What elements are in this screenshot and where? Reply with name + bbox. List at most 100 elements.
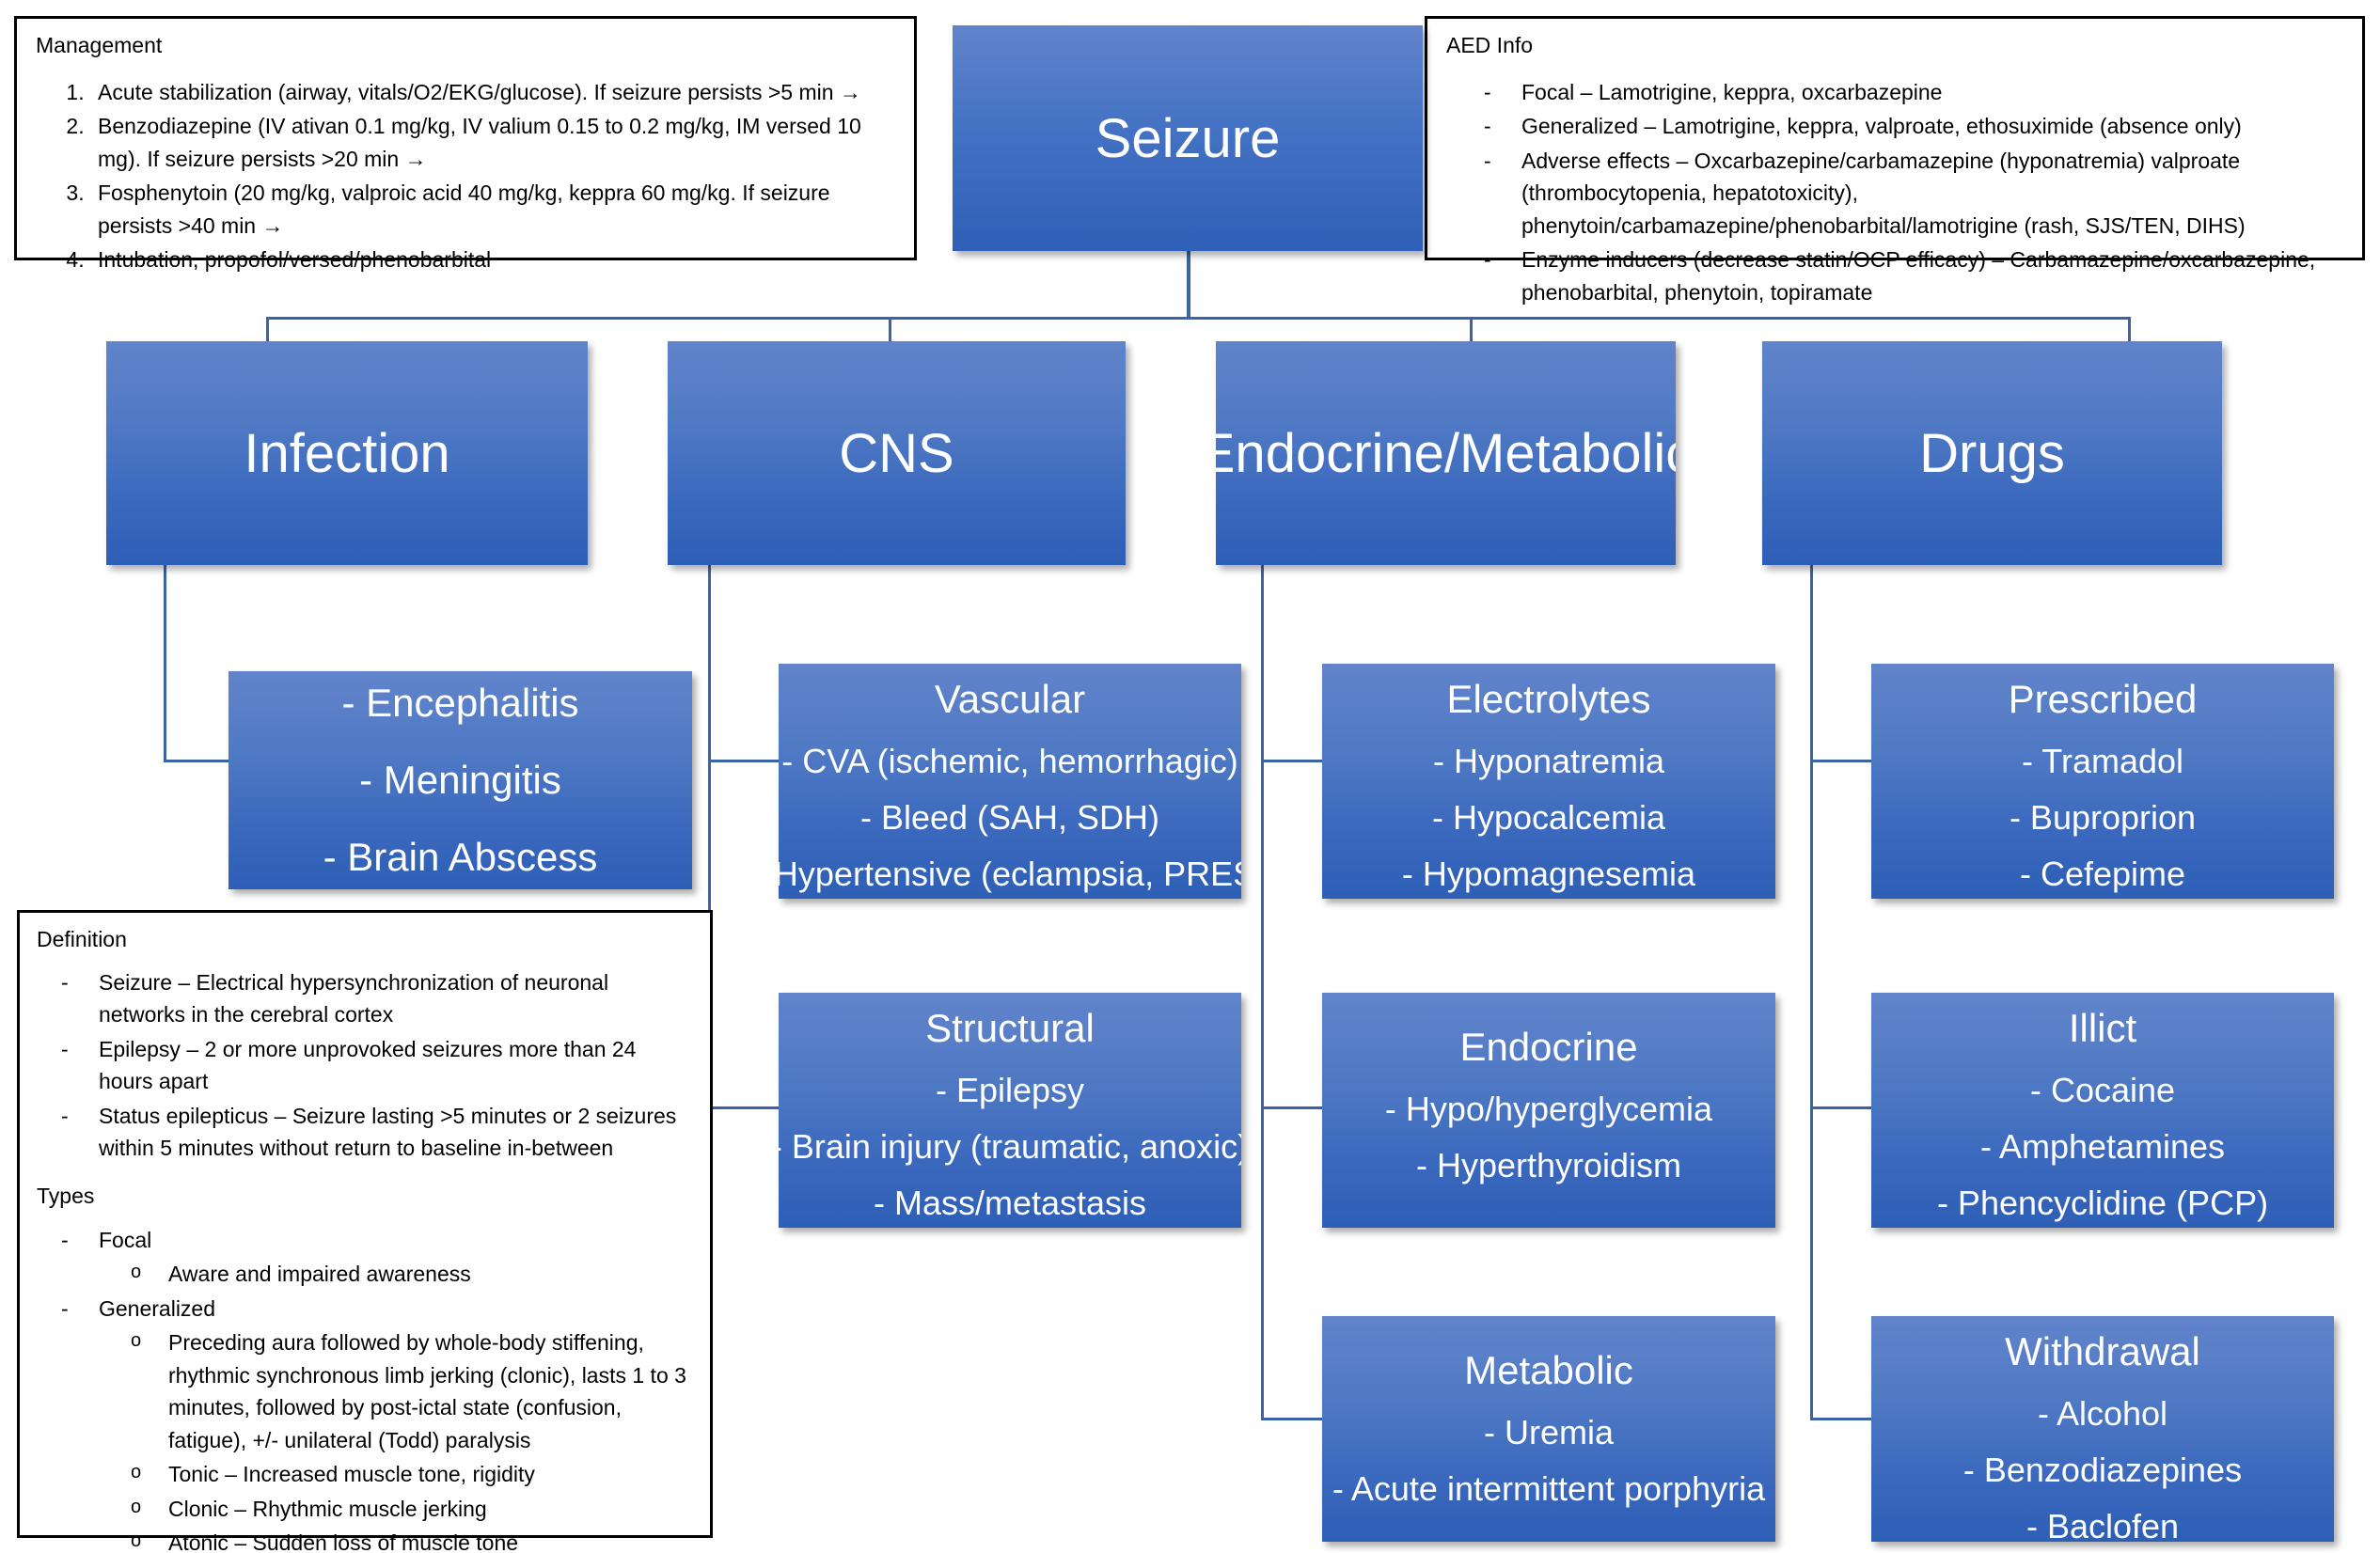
node-endocrine[interactable]: Endocrine - Hypo/hyperglycemia - Hyperth…: [1322, 993, 1775, 1228]
types-title: Types: [37, 1183, 95, 1208]
management-title: Management: [36, 33, 163, 57]
node-illict[interactable]: Illict - Cocaine - Amphetamines - Phency…: [1871, 993, 2334, 1228]
node-vascular-line: - Bleed (SAH, SDH): [859, 798, 1160, 837]
node-drugs-label: Drugs: [1919, 422, 2065, 484]
connector-cns-to-structural: [708, 1106, 780, 1109]
aed-info-list: Focal – Lamotrigine, keppra, oxcarbazepi…: [1444, 76, 2345, 309]
connector-drugs-down: [1810, 565, 1813, 1420]
node-illict-line: - Phencyclidine (PCP): [1936, 1184, 2269, 1222]
node-electrolytes-line: - Hypocalcemia: [1431, 798, 1666, 837]
definition-item: Epilepsy – 2 or more unprovoked seizures…: [61, 1033, 695, 1098]
connector-bus-to-cns: [889, 317, 891, 342]
management-box: Management Acute stabilization (airway, …: [14, 16, 917, 272]
node-infection-label: Infection: [244, 422, 450, 484]
node-cns-label: CNS: [839, 422, 954, 484]
connector-bus-to-infection: [266, 317, 269, 342]
node-metabolic-title: Metabolic: [1464, 1348, 1633, 1392]
node-metabolic-line: - Uremia: [1483, 1413, 1614, 1451]
node-vascular[interactable]: Vascular - CVA (ischemic, hemorrhagic) -…: [779, 664, 1241, 899]
node-illict-line: - Amphetamines: [1979, 1127, 2226, 1166]
node-infection-details[interactable]: - Encephalitis - Meningitis - Brain Absc…: [229, 671, 692, 889]
node-seizure-label: Seizure: [1095, 107, 1281, 169]
node-prescribed-line: - Tramadol: [2021, 742, 2184, 780]
connector-drugs-to-illict: [1810, 1106, 1872, 1109]
node-metabolic[interactable]: Metabolic - Uremia - Acute intermittent …: [1322, 1316, 1775, 1542]
connector-cns-down: [708, 565, 711, 1109]
types-subitems: Preceding aura followed by whole-body st…: [99, 1326, 695, 1553]
node-withdrawal-line: - Baclofen: [2025, 1507, 2180, 1542]
definition-title: Definition: [37, 927, 127, 951]
connector-cns-to-vascular: [708, 760, 780, 762]
node-metabolic-line: - Acute intermittent porphyria: [1332, 1469, 1766, 1508]
definition-list: Seizure – Electrical hypersynchronizatio…: [35, 966, 695, 1165]
node-prescribed[interactable]: Prescribed - Tramadol - Buproprion - Cef…: [1871, 664, 2334, 899]
connector-drugs-to-prescribed: [1810, 760, 1872, 762]
connector-endo-to-endocrine: [1261, 1106, 1323, 1109]
node-electrolytes-title: Electrolytes: [1446, 677, 1651, 721]
connector-bus-to-endocrine: [1470, 317, 1473, 342]
connector-endo-to-metabolic: [1261, 1418, 1323, 1420]
types-subitem: Clonic – Rhythmic muscle jerking: [131, 1493, 695, 1526]
node-electrolytes[interactable]: Electrolytes - Hyponatremia - Hypocalcem…: [1322, 664, 1775, 899]
connector-bus-to-drugs: [2128, 317, 2131, 342]
aed-info-box: AED Info Focal – Lamotrigine, keppra, ox…: [1425, 16, 2365, 305]
node-infection-line: - Encephalitis: [341, 681, 579, 725]
node-infection-line: - Meningitis: [359, 758, 561, 802]
node-vascular-line: - Hypertensive (eclampsia, PRES): [779, 855, 1241, 893]
node-structural-title: Structural: [925, 1006, 1095, 1050]
node-prescribed-line: - Cefepime: [2019, 855, 2186, 893]
types-subitems: Aware and impaired awareness: [99, 1258, 695, 1291]
aed-info-item: Enzyme inducers (decrease statin/OCP eff…: [1484, 243, 2345, 308]
aed-info-item: Generalized – Lamotrigine, keppra, valpr…: [1484, 110, 2345, 143]
connector-root-down: [1187, 251, 1190, 319]
management-step: Fosphenytoin (20 mg/kg, valproic acid 40…: [90, 177, 897, 242]
types-item: Focal Aware and impaired awareness: [61, 1224, 695, 1291]
types-subitem: Tonic – Increased muscle tone, rigidity: [131, 1458, 695, 1491]
node-endocrine-title: Endocrine: [1459, 1025, 1638, 1069]
definition-box: Definition Seizure – Electrical hypersyn…: [17, 910, 713, 1553]
node-illict-line: - Cocaine: [2029, 1071, 2176, 1109]
node-structural[interactable]: Structural - Epilepsy - Brain injury (tr…: [779, 993, 1241, 1228]
node-structural-line: - Epilepsy: [935, 1071, 1085, 1109]
node-structural-line: - Brain injury (traumatic, anoxic): [779, 1127, 1241, 1166]
node-structural-line: - Mass/metastasis: [873, 1184, 1147, 1222]
types-subitem: Aware and impaired awareness: [131, 1258, 695, 1291]
node-endocrine-metabolic-label: Endocrine/Metabolic: [1216, 422, 1676, 484]
aed-info-item: Adverse effects – Oxcarbazepine/carbamaz…: [1484, 145, 2345, 243]
types-item: Generalized Preceding aura followed by w…: [61, 1293, 695, 1553]
aed-info-item: Focal – Lamotrigine, keppra, oxcarbazepi…: [1484, 76, 2345, 109]
aed-info-title: AED Info: [1446, 33, 1534, 57]
management-step: Acute stabilization (airway, vitals/O2/E…: [90, 76, 897, 109]
node-withdrawal[interactable]: Withdrawal - Alcohol - Benzodiazepines -…: [1871, 1316, 2334, 1542]
connector-infection-down: [164, 565, 166, 761]
node-cns[interactable]: CNS: [668, 341, 1126, 565]
types-item-label: Generalized: [99, 1295, 216, 1321]
node-prescribed-title: Prescribed: [2008, 677, 2198, 721]
definition-item: Status epilepticus – Seizure lasting >5 …: [61, 1100, 695, 1165]
management-step: Benzodiazepine (IV ativan 0.1 mg/kg, IV …: [90, 110, 897, 175]
types-list: Focal Aware and impaired awareness Gener…: [35, 1224, 695, 1553]
definition-item: Seizure – Electrical hypersynchronizatio…: [61, 966, 695, 1031]
connector-drugs-to-withdrawal: [1810, 1418, 1872, 1420]
node-drugs[interactable]: Drugs: [1762, 341, 2222, 565]
node-withdrawal-line: - Alcohol: [2037, 1394, 2168, 1433]
connector-endocrine-down: [1261, 565, 1264, 1420]
node-withdrawal-title: Withdrawal: [2005, 1329, 2200, 1373]
node-infection-line: - Brain Abscess: [323, 835, 598, 879]
node-electrolytes-line: - Hyponatremia: [1432, 742, 1665, 780]
node-vascular-title: Vascular: [934, 677, 1086, 721]
node-prescribed-line: - Buproprion: [2009, 798, 2197, 837]
node-seizure[interactable]: Seizure: [953, 25, 1423, 251]
node-electrolytes-line: - Hypomagnesemia: [1401, 855, 1696, 893]
node-endocrine-metabolic[interactable]: Endocrine/Metabolic: [1216, 341, 1676, 565]
node-infection[interactable]: Infection: [106, 341, 588, 565]
connector-bus: [266, 317, 2131, 320]
management-step: Intubation, propofol/versed/phenobarbita…: [90, 243, 897, 276]
types-item-label: Focal: [99, 1227, 152, 1252]
node-vascular-line: - CVA (ischemic, hemorrhagic): [781, 742, 1238, 780]
types-subitem: Preceding aura followed by whole-body st…: [131, 1326, 695, 1456]
node-illict-title: Illict: [2068, 1006, 2137, 1050]
types-subitem: Atonic – Sudden loss of muscle tone: [131, 1527, 695, 1553]
node-endocrine-line: - Hyperthyroidism: [1415, 1146, 1682, 1184]
